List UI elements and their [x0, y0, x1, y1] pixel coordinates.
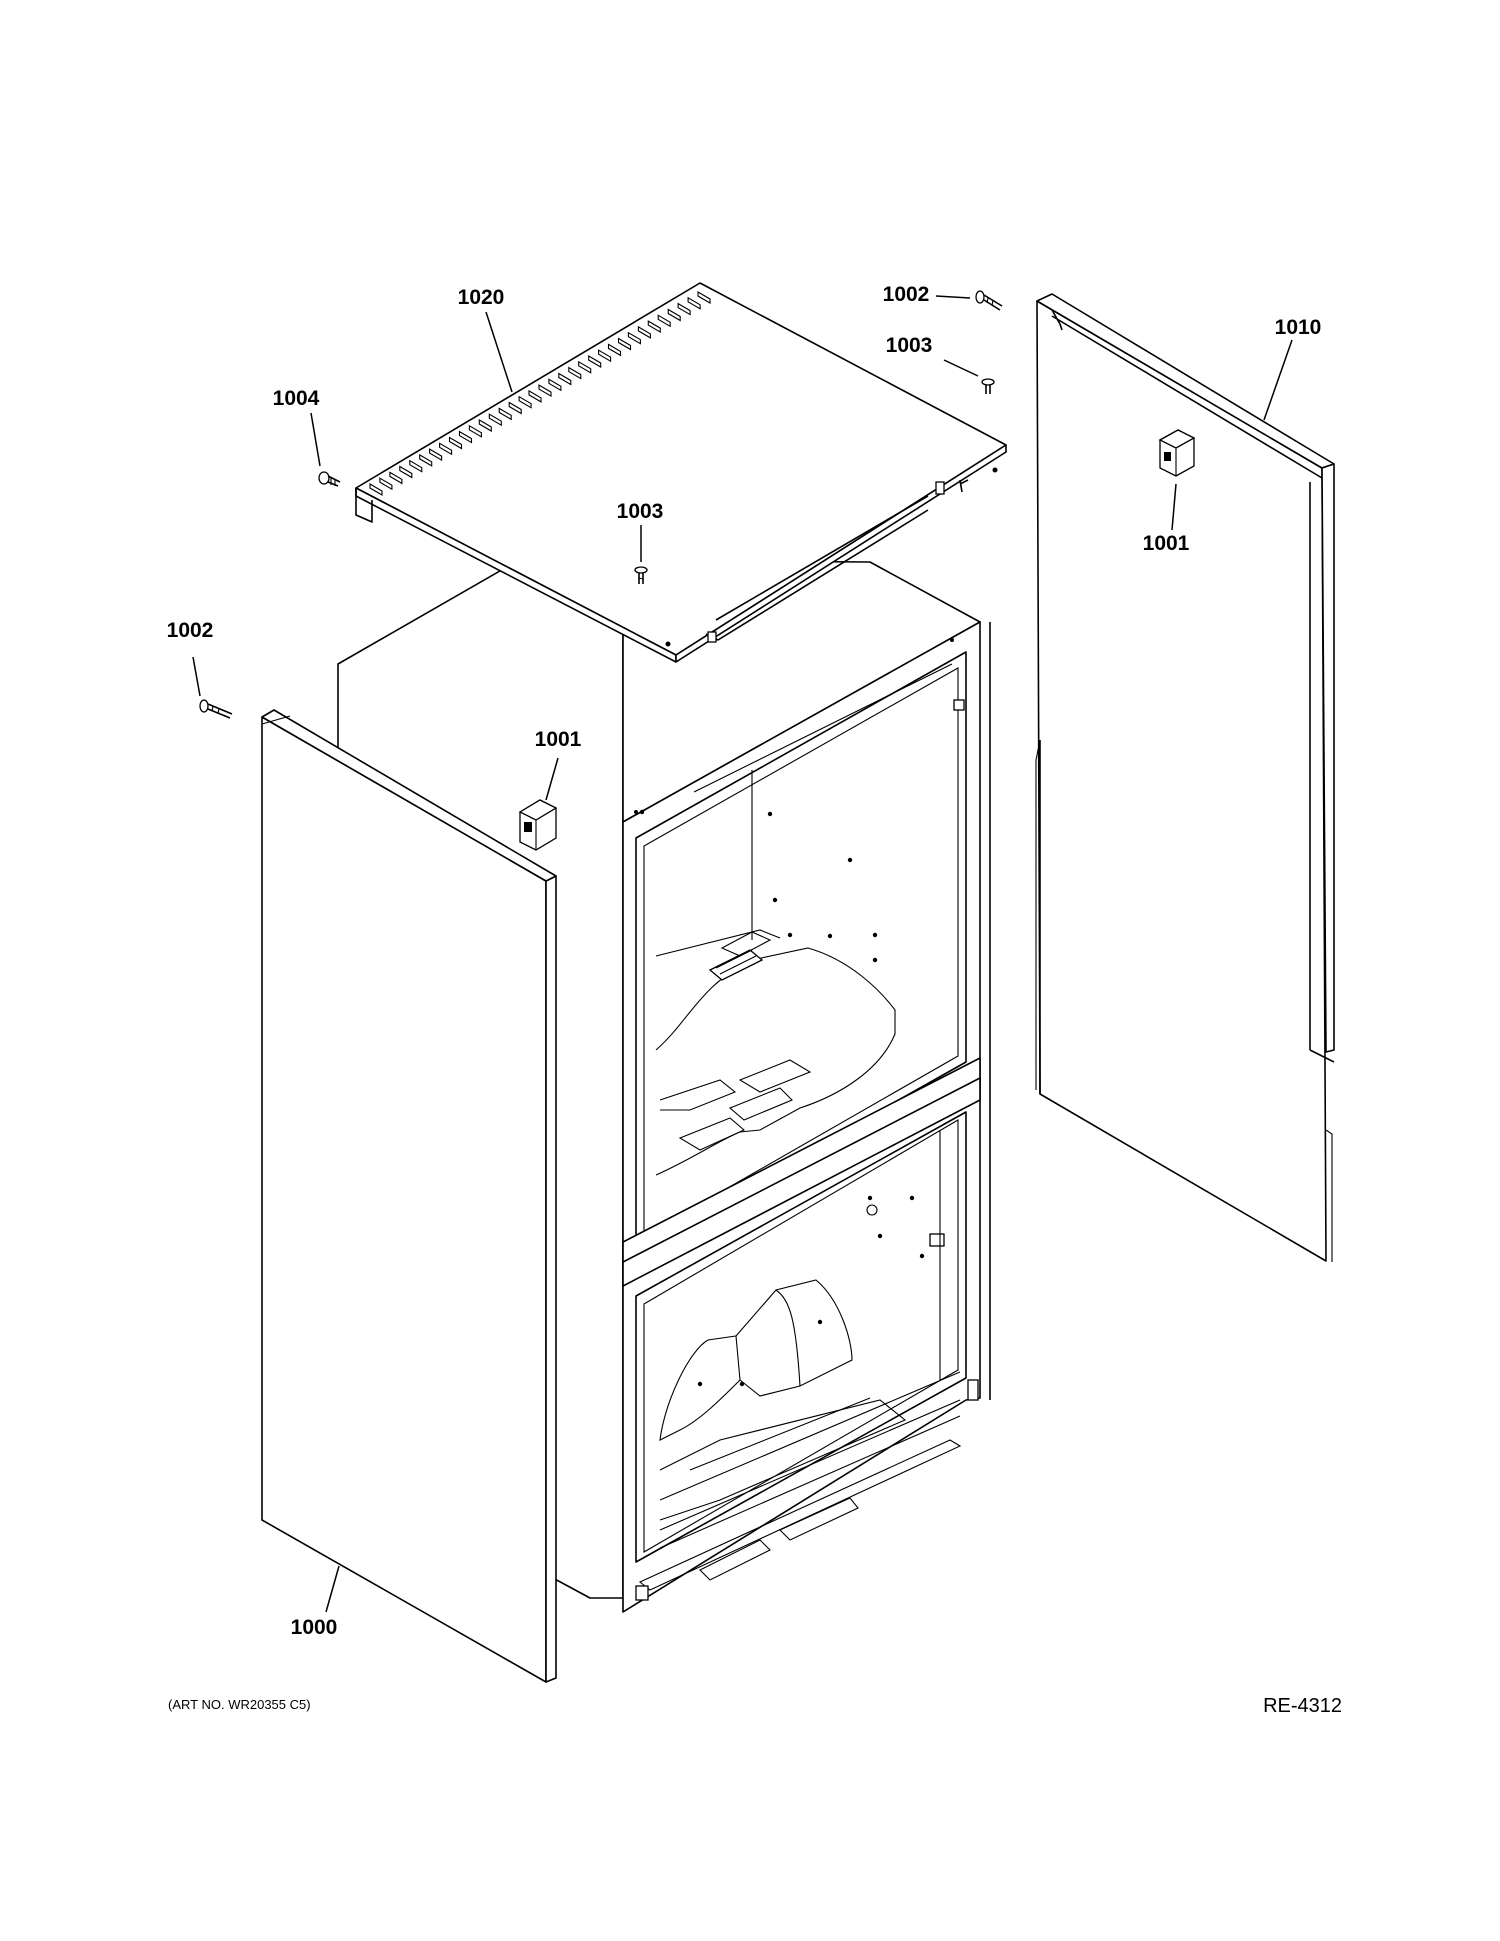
vent-slot — [369, 483, 383, 496]
vent-slot — [498, 407, 512, 421]
vent-slot — [399, 465, 413, 479]
leader-lines — [192, 295, 1293, 1613]
vent-slot — [677, 302, 691, 316]
callout-1001-right: 1001 — [1143, 532, 1190, 555]
vent-slot — [657, 314, 671, 328]
vent-slot — [429, 448, 443, 462]
vent-slot — [439, 442, 453, 456]
vent-slot — [488, 413, 502, 427]
callout-1002-top: 1002 — [883, 283, 930, 306]
screw-1004 — [318, 471, 341, 487]
vent-slot — [528, 389, 542, 403]
vent-slot — [558, 372, 572, 386]
vent-slot — [568, 366, 582, 380]
vent-slot — [468, 424, 482, 438]
art-number: (ART NO. WR20355 C5) — [168, 1697, 311, 1712]
vent-slot — [647, 320, 661, 334]
vent-slot — [409, 459, 423, 473]
screw-1003-center — [634, 566, 648, 584]
vent-slot — [607, 343, 622, 357]
callout-1003-center: 1003 — [617, 500, 664, 523]
vent-slot — [667, 308, 681, 322]
callout-1004: 1004 — [273, 387, 320, 410]
vent-slot — [379, 477, 393, 491]
vent-slot — [478, 419, 492, 432]
vent-slot — [697, 291, 711, 304]
vent-slot — [538, 384, 552, 398]
callout-1020: 1020 — [458, 286, 505, 309]
callout-1000: 1000 — [291, 1616, 338, 1639]
vent-slot — [637, 325, 651, 339]
top-cover-vent-slots — [369, 291, 711, 496]
screw-1002-left — [199, 699, 233, 719]
hinge-cover-right — [1158, 429, 1196, 477]
screw-1002-top — [975, 290, 1003, 311]
callout-1001-center: 1001 — [535, 728, 582, 751]
left-side-panel — [261, 709, 557, 1683]
vent-slot — [548, 378, 562, 392]
vent-slot — [627, 331, 641, 345]
vent-slot — [588, 355, 602, 368]
hinge-cover-center — [518, 799, 558, 851]
vent-slot — [578, 360, 592, 374]
vent-slot — [617, 337, 632, 351]
vent-slot — [389, 471, 403, 485]
vent-slot — [518, 395, 532, 409]
vent-slot — [448, 436, 463, 450]
callout-1002-left: 1002 — [167, 619, 214, 642]
vent-slot — [687, 296, 701, 310]
vent-slot — [598, 349, 612, 363]
diagram-reference: RE-4312 — [1263, 1695, 1342, 1717]
vent-slot — [458, 430, 473, 444]
screw-1003-top — [981, 378, 995, 394]
callout-1003-top: 1003 — [886, 334, 933, 357]
vent-slot — [419, 453, 433, 467]
right-side-panel — [1035, 293, 1335, 1262]
vent-slot — [508, 401, 522, 415]
callout-1010: 1010 — [1275, 316, 1322, 339]
top-cover-panel — [355, 282, 1007, 663]
